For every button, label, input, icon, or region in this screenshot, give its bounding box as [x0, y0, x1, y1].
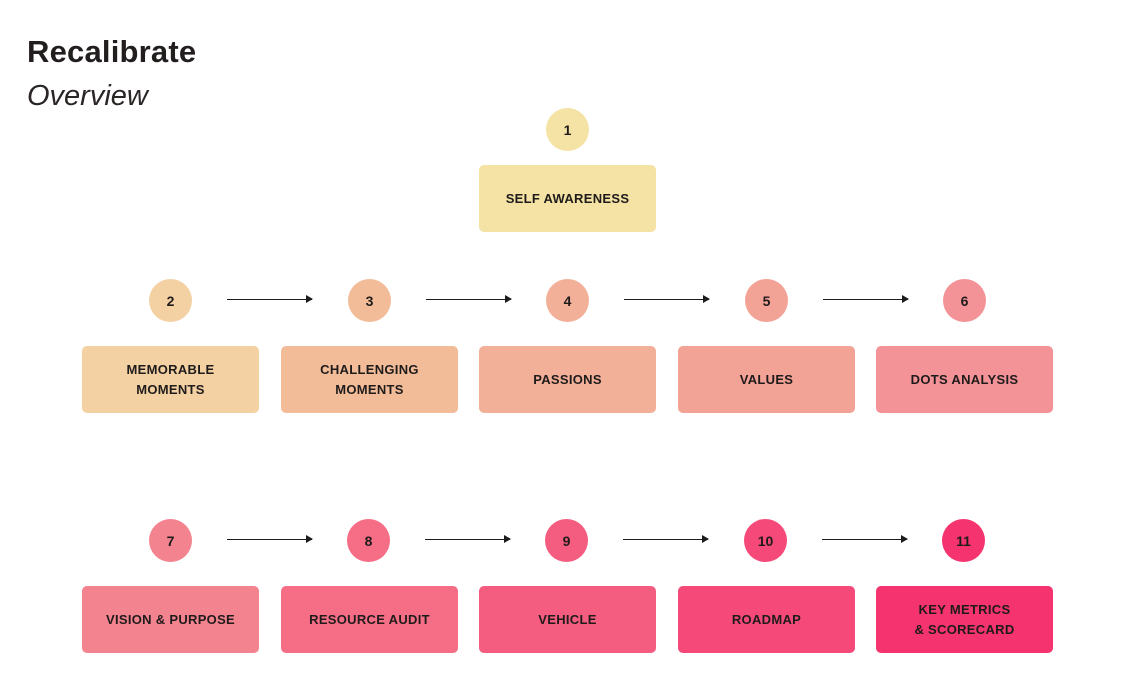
stage-circle-11: 11	[942, 519, 985, 562]
arrow-9-to-10-icon	[623, 535, 709, 544]
arrow-3-to-4-icon	[426, 295, 512, 304]
stage-circle-7: 7	[149, 519, 192, 562]
arrow-7-to-8-icon	[227, 535, 313, 544]
stage-box-key-metrics-scorecard: KEY METRICS & SCORECARD	[876, 586, 1053, 653]
stage-number: 10	[757, 532, 774, 549]
stage-box-resource-audit: RESOURCE AUDIT	[281, 586, 458, 653]
stage-circle-3: 3	[348, 279, 391, 322]
stage-label: PASSIONS	[533, 371, 602, 387]
page-subtitle: Overview	[27, 80, 148, 112]
stage-box-memorable-moments: MEMORABLE MOMENTS	[82, 346, 259, 413]
stage-number: 6	[960, 292, 969, 309]
stage-label: DOTS ANALYSIS	[910, 371, 1019, 387]
arrow-8-to-9-icon	[425, 535, 511, 544]
stage-number: 3	[365, 292, 374, 309]
stage-label: VALUES	[739, 371, 794, 387]
stage-box-vision-purpose: VISION & PURPOSE	[82, 586, 259, 653]
stage-circle-1: 1	[546, 108, 589, 151]
stage-circle-10: 10	[744, 519, 787, 562]
stage-label: SELF AWARENESS	[505, 190, 630, 206]
page-title: Recalibrate	[27, 34, 197, 69]
stage-box-values: VALUES	[678, 346, 855, 413]
stage-label: MEMORABLE MOMENTS	[126, 362, 215, 397]
arrow-5-to-6-icon	[823, 295, 909, 304]
arrow-2-to-3-icon	[227, 295, 313, 304]
stage-circle-5: 5	[745, 279, 788, 322]
stage-number: 11	[956, 532, 971, 549]
stage-label: RESOURCE AUDIT	[309, 611, 430, 627]
stage-label: ROADMAP	[731, 611, 802, 627]
stage-box-roadmap: ROADMAP	[678, 586, 855, 653]
stage-circle-9: 9	[545, 519, 588, 562]
stage-box-passions: PASSIONS	[479, 346, 656, 413]
stage-number: 8	[364, 532, 373, 549]
stage-number: 5	[762, 292, 771, 309]
stage-number: 7	[166, 532, 175, 549]
stage-box-dots-analysis: DOTS ANALYSIS	[876, 346, 1053, 413]
stage-circle-2: 2	[149, 279, 192, 322]
stage-number: 2	[166, 292, 175, 309]
stage-box-self-awareness: SELF AWARENESS	[479, 165, 656, 232]
arrow-4-to-5-icon	[624, 295, 710, 304]
stage-number: 4	[563, 292, 572, 309]
stage-number: 9	[562, 532, 571, 549]
stage-label: CHALLENGING MOMENTS	[320, 362, 419, 397]
stage-label: VEHICLE	[538, 611, 597, 627]
stage-number: 1	[563, 121, 572, 138]
stage-label: VISION & PURPOSE	[105, 611, 236, 627]
stage-circle-8: 8	[347, 519, 390, 562]
stage-label: KEY METRICS & SCORECARD	[914, 602, 1015, 637]
arrow-10-to-11-icon	[822, 535, 908, 544]
stage-box-vehicle: VEHICLE	[479, 586, 656, 653]
stage-box-challenging-moments: CHALLENGING MOMENTS	[281, 346, 458, 413]
stage-circle-4: 4	[546, 279, 589, 322]
stage-circle-6: 6	[943, 279, 986, 322]
